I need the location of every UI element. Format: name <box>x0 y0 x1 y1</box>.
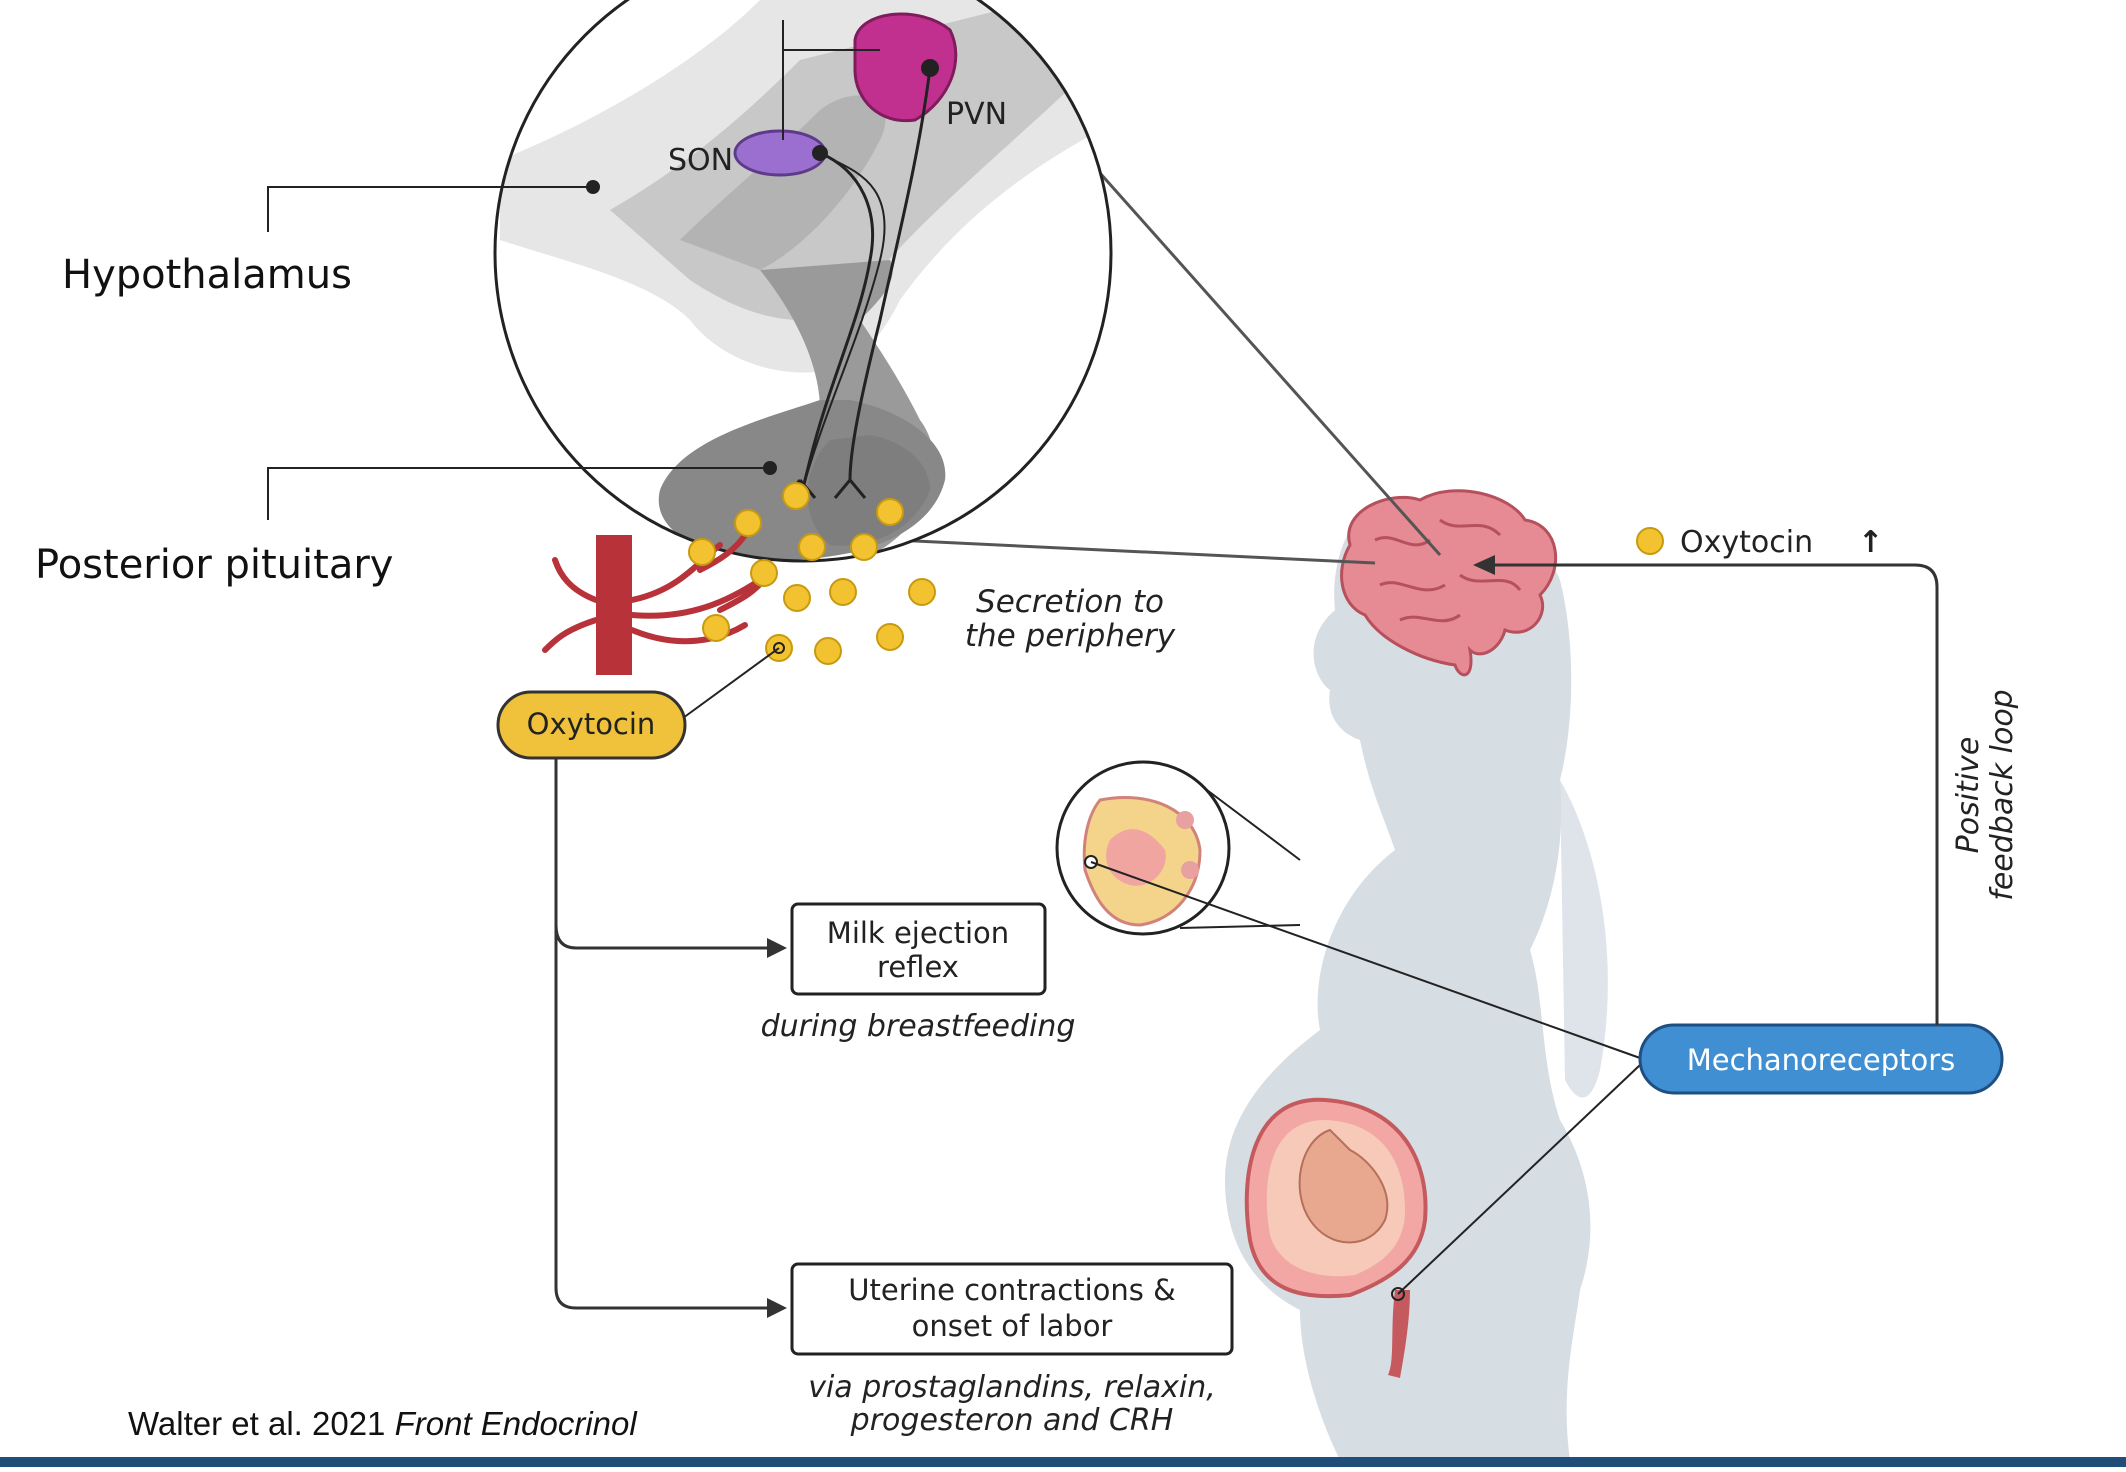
secretion-label-line2: the periphery <box>965 618 1176 654</box>
uterine-box: Uterine contractions & onset of labor <box>790 1262 1234 1356</box>
feedback-label-line1: Positive <box>1951 737 1986 854</box>
hypothalamus-label: Hypothalamus <box>62 252 352 298</box>
hypothalamus-zoom-circle: SON PVN <box>493 0 1113 563</box>
pituitary-leader <box>267 467 770 520</box>
footer-bar <box>0 1457 2126 1467</box>
mechanoreceptors-pill: Mechanoreceptors <box>1638 1023 2004 1095</box>
hypothalamus-leader <box>267 186 593 232</box>
uterine-label-line2: onset of labor <box>912 1309 1113 1343</box>
milk-ejection-box: Milk ejection reflex <box>790 902 1047 996</box>
oxytocin-legend: Oxytocin ↑ <box>1636 525 1883 560</box>
up-arrow-icon: ↑ <box>1858 525 1883 560</box>
oxytocin-legend-label: Oxytocin <box>1680 525 1813 560</box>
citation-authors: Walter et al. 2021 <box>128 1405 386 1442</box>
breast-to-mechano-line <box>1090 861 1641 1059</box>
arrow-to-milk <box>554 924 770 950</box>
oxytocin-dots <box>688 482 936 665</box>
pvn-label: PVN <box>946 97 1007 132</box>
mechanoreceptors-label: Mechanoreceptors <box>1687 1043 1956 1077</box>
posterior-pituitary-label: Posterior pituitary <box>35 542 394 588</box>
son-nucleus <box>733 129 827 177</box>
milk-label-line1: Milk ejection <box>827 916 1009 950</box>
oxytocin-pill: Oxytocin <box>496 690 687 760</box>
citation: Walter et al. 2021 Front Endocrinol <box>128 1405 637 1443</box>
blood-vessel-icon <box>542 532 773 675</box>
breast-zoom-icon <box>1055 760 1301 936</box>
uterine-label-line1: Uterine contractions & <box>848 1273 1175 1307</box>
brain-icon <box>1340 489 1557 677</box>
uterus-to-mechano-line <box>1397 1064 1641 1295</box>
milk-label-line2: reflex <box>877 950 959 984</box>
pvn-nucleus <box>853 12 958 123</box>
arrow-to-uterine <box>554 758 770 1310</box>
citation-journal: Front Endocrinol <box>394 1405 637 1442</box>
son-label: SON <box>668 143 733 178</box>
feedback-arrow <box>1495 563 1939 1025</box>
feedback-label-line2: feedback loop <box>1985 689 2020 900</box>
zoom-line-top <box>1073 144 1442 556</box>
secretion-label-line1: Secretion to <box>976 584 1164 620</box>
oxytocin-pill-label: Oxytocin <box>527 707 656 741</box>
uterine-sublabel-line2: progesteron and CRH <box>850 1403 1174 1438</box>
uterus-icon <box>1244 1097 1428 1378</box>
milk-sublabel: during breastfeeding <box>761 1009 1076 1044</box>
uterine-sublabel-line1: via prostaglandins, relaxin, <box>808 1370 1216 1405</box>
